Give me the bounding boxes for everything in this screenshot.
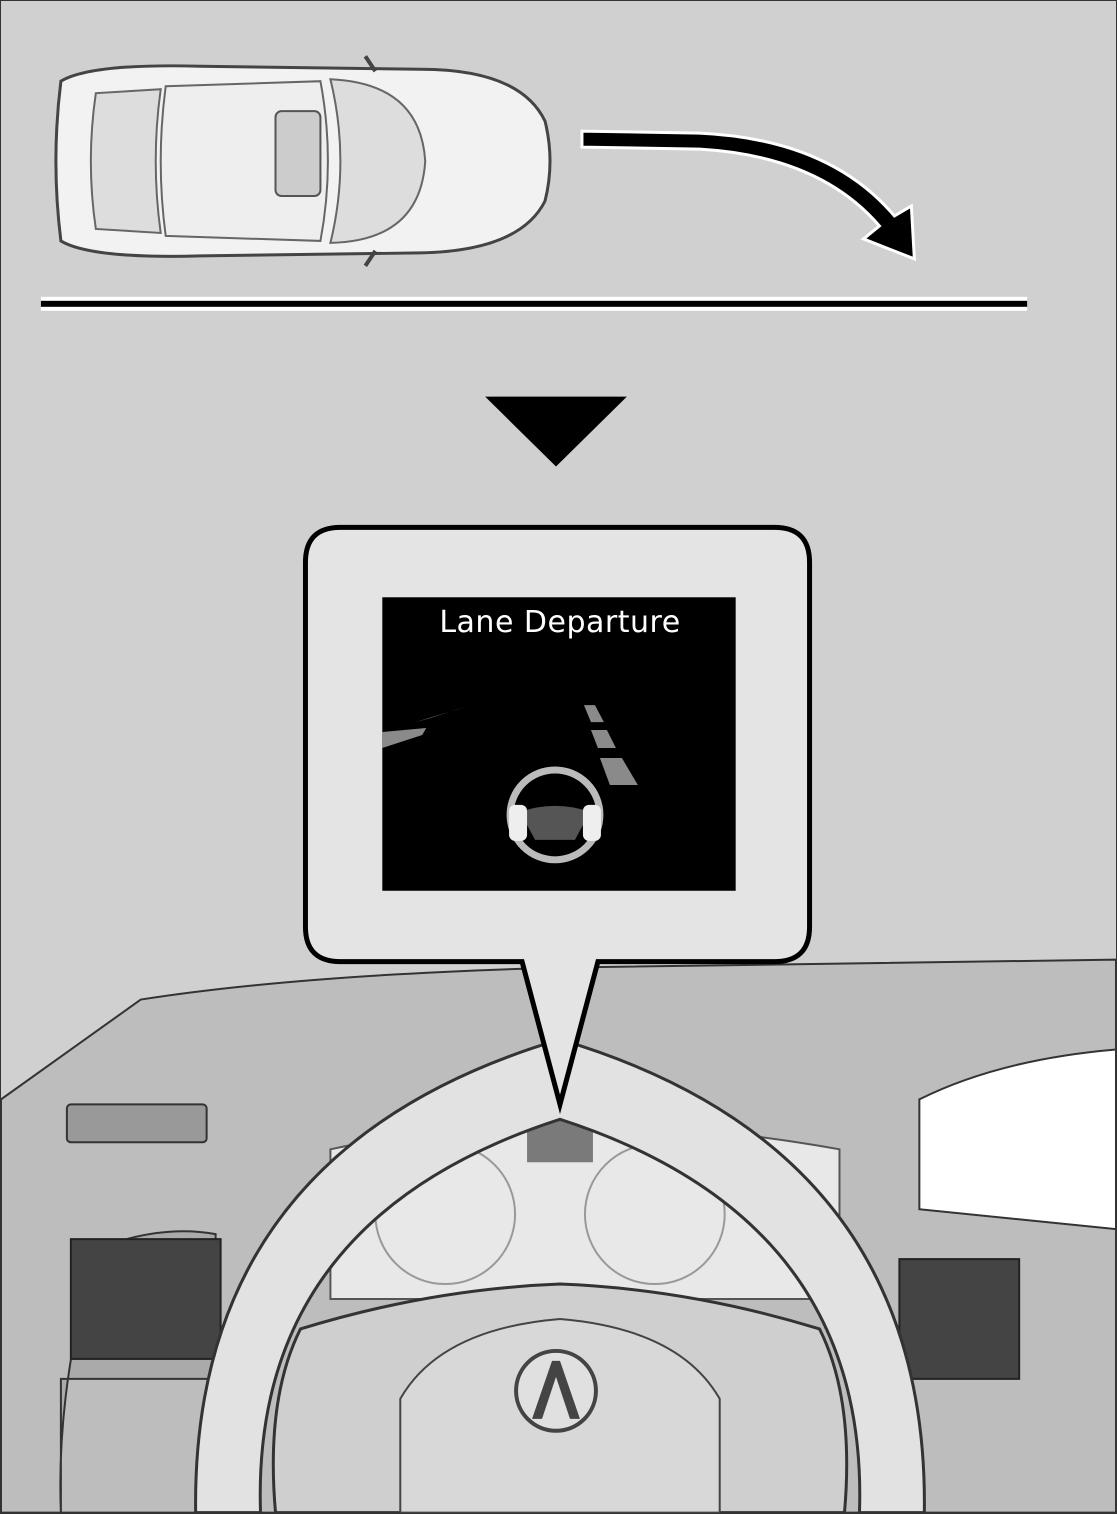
car-top-view: [54, 55, 552, 267]
acura-logo: [514, 1348, 598, 1433]
display-title: Lane Departure: [439, 605, 681, 640]
right-lane-marking: [583, 705, 604, 723]
steering-wheel-hands-icon: [506, 766, 604, 864]
multi-info-display: [382, 597, 736, 891]
lane-line: [40, 296, 1028, 311]
curved-arrow-right-icon: [580, 129, 916, 262]
down-triangle-icon: [485, 396, 627, 467]
left-lane-marking: [382, 728, 427, 749]
